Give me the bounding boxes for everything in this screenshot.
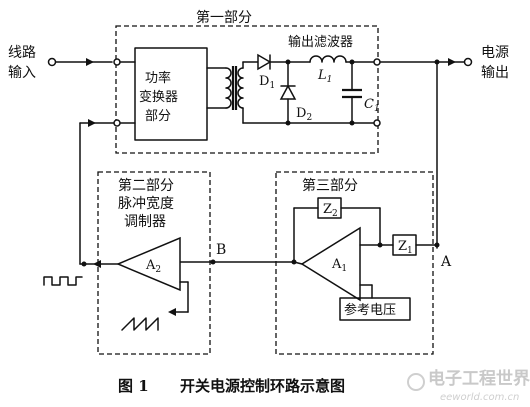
output-label-line2: 输出 xyxy=(481,65,509,81)
c1-label: C1 xyxy=(364,97,380,114)
watermark-url: eeworld.com.cn xyxy=(440,392,519,403)
output-wiring xyxy=(373,57,473,249)
l1-label: L1 xyxy=(317,68,332,85)
sawtooth-symbol xyxy=(121,317,159,331)
input-label-line2: 输入 xyxy=(8,65,36,81)
part1-title: 第一部分 xyxy=(196,9,252,26)
z1-label: Z1 xyxy=(398,239,413,256)
power-converter-box xyxy=(134,47,208,141)
input-wiring xyxy=(47,57,136,127)
diode-d1-symbol xyxy=(242,53,291,71)
a2-triangle xyxy=(116,236,181,292)
converter-label-line3: 部分 xyxy=(145,109,171,124)
figure-number: 图 1 xyxy=(118,377,149,395)
d1-label: D1 xyxy=(259,74,275,91)
d2-label: D2 xyxy=(296,106,312,123)
a2-label: A2 xyxy=(145,258,161,275)
diode-d2-symbol xyxy=(279,61,297,126)
a1-triangle xyxy=(300,226,361,302)
a1-label: A1 xyxy=(331,257,347,274)
part2-title-line2: 脉冲宽度 xyxy=(118,195,174,212)
figure-title: 开关电源控制环路示意图 xyxy=(180,377,345,395)
node-a-label: A xyxy=(440,254,452,270)
part2-title-line3: 调制器 xyxy=(124,214,166,230)
transformer-symbol xyxy=(206,61,244,124)
capacitor-c1-symbol xyxy=(342,61,362,126)
z2-label: Z2 xyxy=(323,202,338,219)
output-label-line1: 电源 xyxy=(481,45,509,61)
ref-voltage-label: 参考电压 xyxy=(344,302,396,318)
pwm-circuit xyxy=(43,119,295,331)
error-amplifier-circuit xyxy=(291,197,440,321)
part2-title-line1: 第二部分 xyxy=(118,177,174,194)
converter-label-line1: 功率 xyxy=(145,70,171,86)
watermark-brand: 电子工程世界 xyxy=(428,368,530,389)
part1-block xyxy=(115,25,379,154)
input-label-line1: 线路 xyxy=(8,45,36,61)
ref-voltage-box xyxy=(339,297,411,321)
watermark-logo: 电子工程世界 eeworld.com.cn xyxy=(407,368,530,403)
inductor-l1-symbol xyxy=(287,55,375,65)
part3-title: 第三部分 xyxy=(302,177,358,194)
node-b-label: B xyxy=(216,242,226,258)
part3-block xyxy=(275,171,434,355)
filter-label: 输出滤波器 xyxy=(288,34,353,50)
converter-label-line2: 变换器 xyxy=(139,89,178,105)
pulse-train-symbol xyxy=(43,276,83,286)
